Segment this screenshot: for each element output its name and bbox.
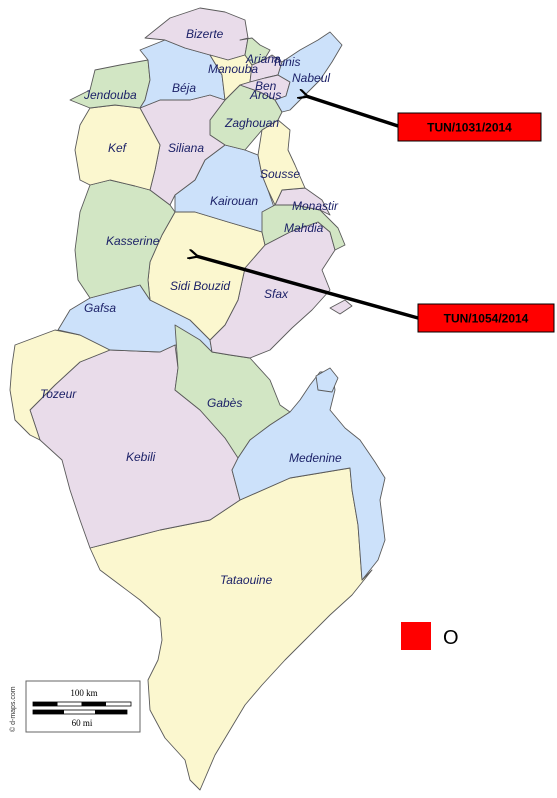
region-label-arous: Arous: [249, 88, 281, 102]
scale-box: [25, 680, 141, 733]
region-label-manouba: Manouba: [208, 62, 258, 76]
islet-kerkennah: [329, 299, 353, 315]
region-polygons: [9, 7, 386, 791]
region-label-mahdia: Mahdia: [284, 221, 324, 235]
region-label-zaghouan: Zaghouan: [224, 116, 279, 130]
region-monastir: [274, 187, 331, 216]
scale-mi-label: 60 mi: [72, 718, 93, 728]
legend-label: O: [443, 627, 459, 649]
scale-km-bar: [32, 701, 132, 707]
callout-label-1054: TUN/1054/2014: [444, 312, 529, 326]
credit-text: © d-maps.com: [9, 686, 17, 732]
region-label-tozeur: Tozeur: [40, 387, 77, 401]
region-label-medenine: Medenine: [289, 451, 342, 465]
region-label-jendouba: Jendouba: [83, 88, 137, 102]
legend-swatch: [401, 622, 431, 650]
callout-box-1031: [397, 112, 542, 142]
region-label-gafsa: Gafsa: [84, 301, 116, 315]
region-sousse: [257, 119, 306, 206]
region-label-bizerte: Bizerte: [186, 27, 224, 41]
callout-box-1054: [417, 303, 555, 333]
scale-mi-bar: [32, 709, 128, 715]
callout-1054: TUN/1054/2014: [196, 256, 555, 333]
region-label-sfax: Sfax: [264, 287, 289, 301]
region-label-tataouine: Tataouine: [220, 573, 273, 587]
region-label-sousse: Sousse: [260, 167, 300, 181]
region-label-ariana: Ariana: [245, 52, 281, 66]
legend: O: [401, 622, 459, 650]
region-label-kef: Kef: [108, 141, 128, 155]
region-label-kasserine: Kasserine: [106, 234, 160, 248]
region-label-kebili: Kebili: [126, 450, 156, 464]
region-labels: Bizerte Ariana Tunis Manouba Ben Arous N…: [40, 27, 342, 587]
callout-1031: TUN/1031/2014: [306, 96, 542, 142]
scale-bar: 100 km 60 mi: [25, 680, 141, 733]
region-label-sidi-bouzid: Sidi Bouzid: [170, 279, 230, 293]
scale-km-label: 100 km: [70, 688, 97, 698]
callout-arrow-1054: [196, 256, 419, 320]
region-label-ben: Ben: [255, 79, 277, 93]
region-medenine: [231, 371, 386, 581]
region-label-monastir: Monastir: [292, 199, 339, 213]
region-label-siliana: Siliana: [168, 141, 204, 155]
region-label-gabes: Gabès: [207, 396, 242, 410]
region-label-kairouan: Kairouan: [210, 194, 258, 208]
region-label-tunis: Tunis: [272, 55, 300, 69]
callout-label-1031: TUN/1031/2014: [427, 121, 512, 135]
region-label-beja: Béja: [172, 81, 196, 95]
region-label-nabeul: Nabeul: [292, 71, 330, 85]
callout-arrow-1031: [306, 96, 399, 128]
region-djerba-island: [315, 367, 339, 393]
